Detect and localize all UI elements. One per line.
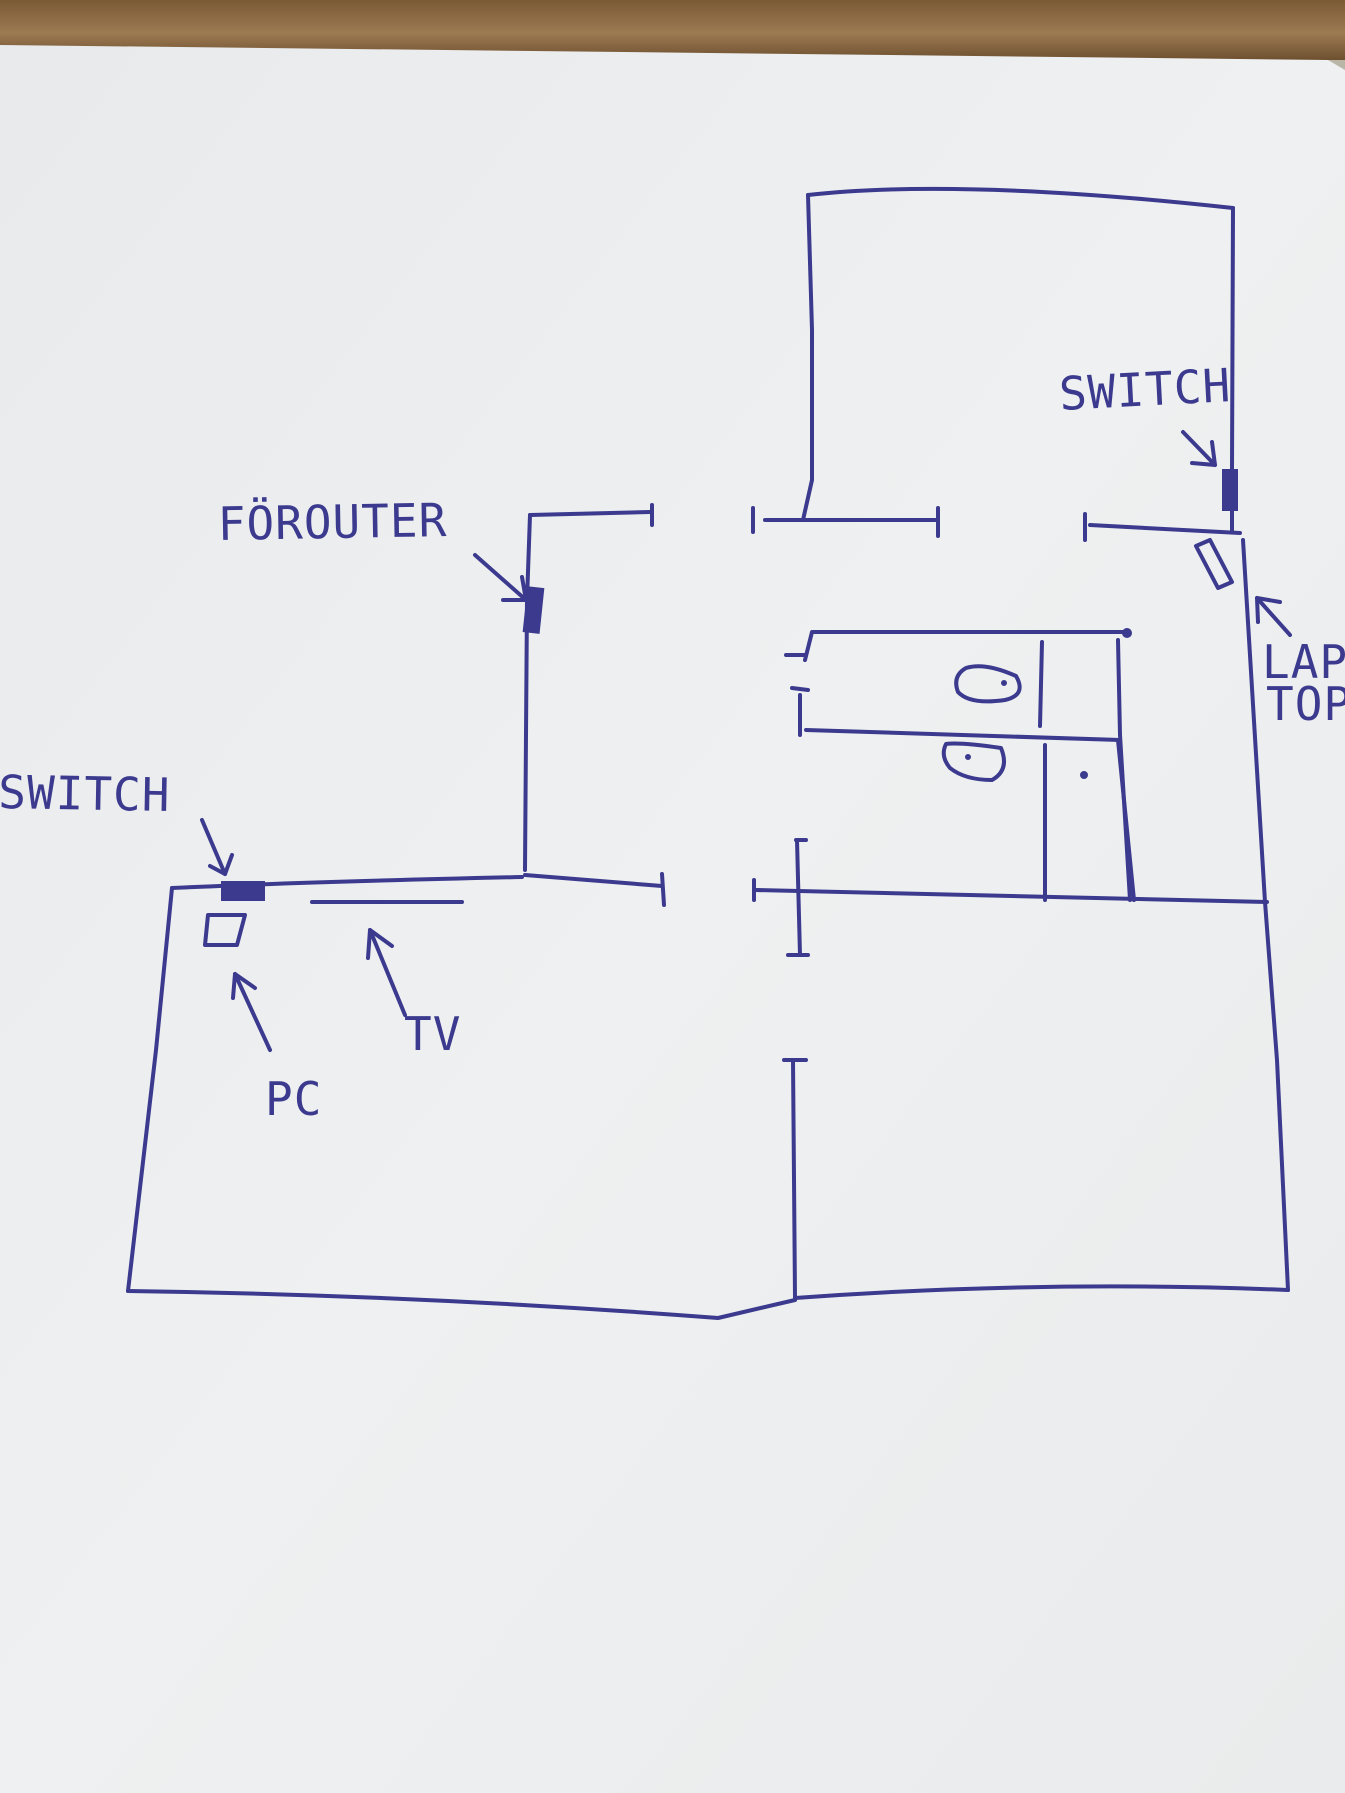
label-switch-right: SWITCH: [1058, 358, 1233, 421]
label-laptop-line1: LAP: [1262, 635, 1345, 689]
label-pc: PC: [265, 1072, 322, 1126]
router-icon: [522, 586, 545, 634]
arrows: [200, 430, 1292, 1052]
right-room: [791, 900, 1290, 1300]
switch-left-icon: [221, 881, 265, 901]
arrow-switch-right: [1181, 430, 1217, 467]
arrow-pc: [233, 972, 272, 1052]
label-laptop-line2: TOP: [1266, 677, 1345, 731]
label-switch-left: SWITCH: [0, 765, 171, 822]
paper-sheet: [0, 45, 1345, 1793]
arrow-router: [473, 553, 528, 602]
left-room: [126, 875, 797, 1320]
pc-icon: [203, 913, 247, 947]
arrow-switch-left: [200, 818, 227, 876]
label-forouter: FÖROUTER: [217, 493, 447, 551]
bathroom-block: [803, 628, 1136, 902]
door-markers: [650, 503, 1087, 1062]
switch-right-icon: [1222, 469, 1238, 511]
arrow-tv: [368, 928, 407, 1017]
devices: [203, 469, 1238, 947]
label-tv: TV: [404, 1007, 461, 1061]
laptop-icon: [1194, 538, 1234, 590]
arrow-laptop: [1255, 596, 1292, 637]
